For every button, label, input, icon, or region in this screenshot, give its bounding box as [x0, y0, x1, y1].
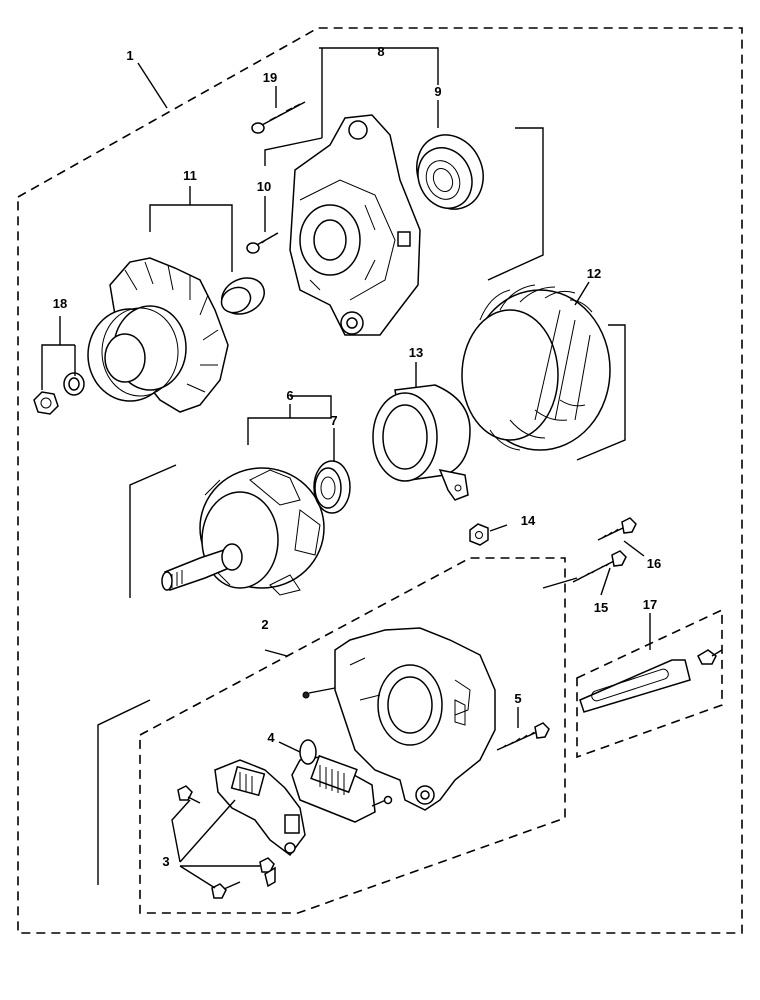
callout-9: 9	[434, 84, 441, 99]
bolt-5	[496, 722, 550, 751]
callout-6: 6	[286, 388, 293, 403]
callout-17: 17	[643, 597, 657, 612]
callout-12: 12	[587, 266, 601, 281]
callout-10: 10	[257, 179, 271, 194]
lock-washer-18	[63, 372, 85, 396]
screw-10	[246, 232, 279, 254]
assembly-boundary-1	[17, 27, 743, 934]
screw-3b	[259, 857, 276, 888]
nut-18	[33, 391, 59, 415]
bracket-lines	[97, 127, 626, 885]
bolt-16	[597, 517, 637, 541]
callout-11: 11	[183, 168, 197, 183]
reference-dot	[302, 691, 310, 699]
bearing-7	[313, 460, 351, 514]
callout-16: 16	[647, 556, 661, 571]
callout-15: 15	[594, 600, 608, 615]
brush-holder-4	[291, 739, 393, 823]
callout-7: 7	[330, 413, 337, 428]
insulator-13	[372, 384, 471, 501]
callout-4: 4	[267, 730, 275, 745]
bracket-boundary-17	[576, 608, 723, 759]
stator-12	[461, 284, 611, 451]
screw-3a	[177, 785, 201, 804]
callout-2: 2	[261, 617, 268, 632]
bolt-19	[251, 101, 306, 134]
pulley-fan-11	[87, 257, 229, 413]
callout-18: 18	[53, 296, 67, 311]
leader-lines	[41, 47, 651, 889]
callout-3: 3	[162, 854, 169, 869]
screw-3c	[211, 881, 241, 899]
bracket-17	[579, 649, 723, 713]
bolt-15	[572, 550, 627, 583]
callout-8: 8	[377, 44, 384, 59]
bearing-9	[416, 134, 484, 210]
callout-5: 5	[514, 691, 521, 706]
callout-13: 13	[409, 345, 423, 360]
nut-14	[469, 523, 489, 546]
callout-19: 19	[263, 70, 277, 85]
spacer-collar	[220, 277, 265, 315]
rear-housing-2	[334, 627, 496, 811]
callout-14: 14	[521, 513, 536, 528]
rotor-6	[161, 467, 325, 596]
callout-1: 1	[126, 48, 133, 63]
assembly-boundary-2	[139, 557, 566, 914]
drive-end-housing-8	[289, 114, 421, 336]
